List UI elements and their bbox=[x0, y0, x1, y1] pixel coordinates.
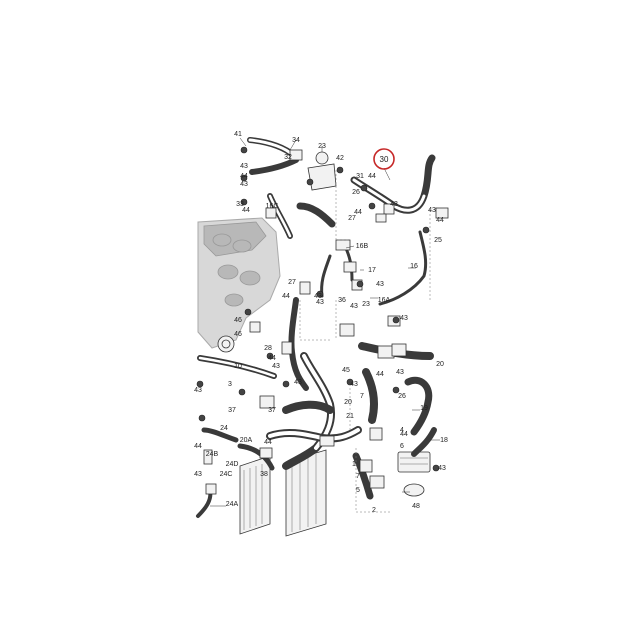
callout-label: 43 bbox=[350, 381, 358, 388]
callout-label: 26 bbox=[398, 393, 406, 400]
callout-label: 16B bbox=[356, 243, 369, 250]
callout-label: 18 bbox=[440, 437, 448, 444]
callout-label: 16 bbox=[410, 263, 418, 270]
callout-label: 28 bbox=[264, 345, 272, 352]
callout-label: 7 bbox=[360, 393, 364, 400]
callout-label: 7 bbox=[356, 473, 360, 480]
callout-label: 17 bbox=[368, 267, 376, 274]
callout-label: 37 bbox=[228, 407, 236, 414]
oil-cooler bbox=[397, 451, 431, 497]
callout-label: 36 bbox=[338, 297, 346, 304]
fasteners bbox=[196, 146, 440, 472]
callout-label: 44 bbox=[368, 173, 376, 180]
callout-label: 43 bbox=[294, 379, 302, 386]
callout-label: 43 bbox=[350, 303, 358, 310]
callout-label: 21 bbox=[346, 413, 354, 420]
callout-label: 23 bbox=[362, 301, 370, 308]
callout-label: 44 bbox=[400, 431, 408, 438]
callout-label: 5 bbox=[356, 487, 360, 494]
callout-label: 43 bbox=[390, 201, 398, 208]
callout-label: 44 bbox=[354, 209, 362, 216]
callout-label: 20 bbox=[344, 399, 352, 406]
callout-label: 24B bbox=[206, 451, 219, 458]
callout-label: 20 bbox=[436, 361, 444, 368]
highlight-ring bbox=[373, 148, 395, 170]
callout-label: 46 bbox=[234, 331, 242, 338]
callout-label: 3 bbox=[228, 381, 232, 388]
callout-label: 10 bbox=[234, 363, 242, 370]
callout-label: 27 bbox=[288, 279, 296, 286]
callout-label: 43 bbox=[314, 293, 322, 300]
callout-label: 25 bbox=[434, 237, 442, 244]
engine-block bbox=[197, 217, 281, 353]
callout-label: 24D bbox=[226, 461, 239, 468]
callout-label: 44 bbox=[242, 207, 250, 214]
callout-label: 43 bbox=[240, 181, 248, 188]
callout-label: 37 bbox=[268, 407, 276, 414]
callout-label: 32 bbox=[284, 154, 292, 161]
callout-label: 43 bbox=[194, 471, 202, 478]
callout-label: 1 bbox=[352, 461, 356, 468]
callout-label: 43 bbox=[376, 281, 384, 288]
callout-label: 41 bbox=[234, 131, 242, 138]
callout-label: 43 bbox=[272, 363, 280, 370]
highlighted-callout[interactable]: 30 bbox=[373, 148, 395, 170]
callout-label: 6 bbox=[400, 443, 404, 450]
callout-label: 43 bbox=[438, 465, 446, 472]
callout-label: 43 bbox=[194, 387, 202, 394]
callout-label: 43 bbox=[428, 207, 436, 214]
leader-lines bbox=[210, 137, 440, 507]
callout-label: 4 bbox=[400, 427, 404, 434]
callout-label: 20A bbox=[240, 437, 253, 444]
callout-label: 26 bbox=[352, 189, 360, 196]
callout-label: 44 bbox=[194, 443, 202, 450]
callout-label: 44 bbox=[268, 355, 276, 362]
callout-label: 24 bbox=[220, 425, 228, 432]
callout-label: 38 bbox=[260, 471, 268, 478]
callout-label: 27 bbox=[348, 215, 356, 222]
callout-label: 2 bbox=[372, 507, 376, 514]
callout-label: 43 bbox=[240, 163, 248, 170]
subassembly-frames bbox=[299, 170, 431, 513]
callout-label: 16C bbox=[266, 203, 279, 210]
callout-label: 44 bbox=[376, 371, 384, 378]
callout-label: 23 bbox=[318, 143, 326, 150]
callout-label: 34 bbox=[292, 137, 300, 144]
callout-label: 24C bbox=[220, 471, 233, 478]
callout-label: 44 bbox=[240, 173, 248, 180]
callout-label: 31 bbox=[356, 173, 364, 180]
callout-label: 44 bbox=[436, 217, 444, 224]
highlight-label: 30 bbox=[380, 155, 389, 164]
callout-label: 16A bbox=[378, 297, 391, 304]
callout-label: 24A bbox=[226, 501, 239, 508]
callout-label: 42 bbox=[336, 155, 344, 162]
callout-label: 43 bbox=[316, 299, 324, 306]
callout-label: 43 bbox=[396, 369, 404, 376]
callout-label: 44 bbox=[264, 439, 272, 446]
callout-label: 43 bbox=[400, 315, 408, 322]
callout-label: 48 bbox=[412, 503, 420, 510]
callout-label: 33 bbox=[236, 201, 244, 208]
callout-label: 19 bbox=[420, 405, 428, 412]
callout-label: 45 bbox=[342, 367, 350, 374]
callout-label: 44 bbox=[282, 293, 290, 300]
radiator bbox=[239, 449, 327, 537]
callout-label: 46 bbox=[234, 317, 242, 324]
